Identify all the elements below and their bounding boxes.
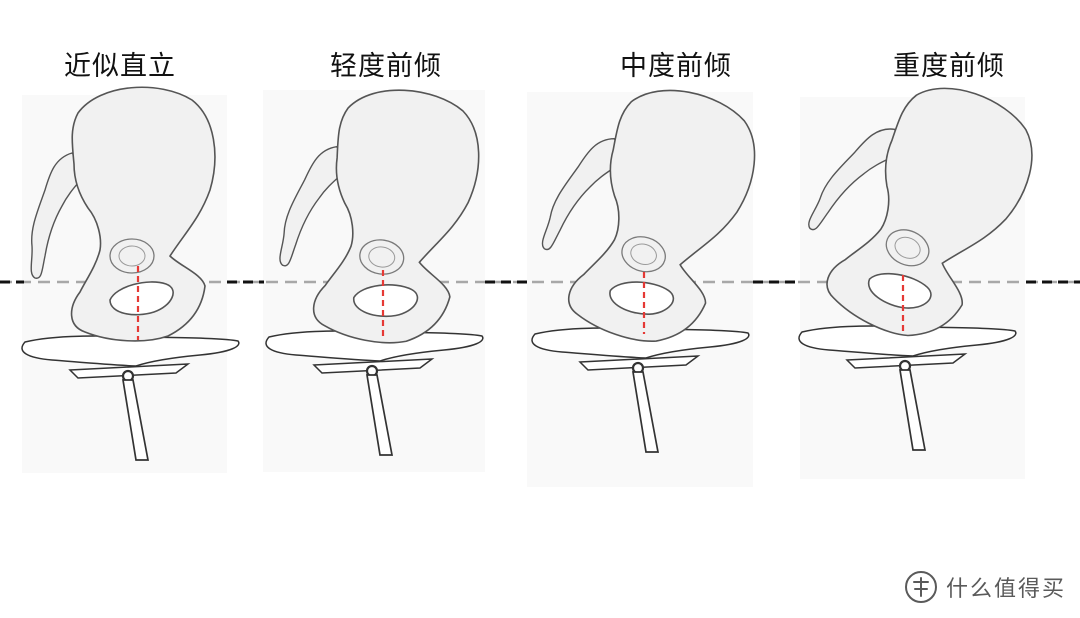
panel-1-title: 近似直立	[64, 51, 176, 82]
panel-4-illustration	[780, 51, 1053, 452]
panel-4-hip-bone	[780, 51, 1053, 360]
panel-2-hip-bone	[269, 75, 489, 354]
panel-1-saddle	[20, 334, 240, 462]
watermark: 什么值得买	[904, 570, 1066, 604]
panel-1-illustration	[20, 86, 240, 462]
panel-3-illustration	[522, 63, 771, 454]
panel-4-saddle	[797, 324, 1017, 452]
panel-4-title: 重度前倾	[893, 51, 1005, 82]
watermark-text: 什么值得买	[945, 577, 1066, 602]
value-logo-icon	[904, 571, 937, 603]
panel-3-saddle	[530, 326, 750, 454]
panel-1-hip-bone	[30, 86, 216, 342]
panel-2-title: 轻度前倾	[330, 51, 442, 82]
panel-2-saddle	[264, 329, 484, 457]
panel-3-title: 中度前倾	[620, 51, 732, 82]
panel-3-hip-bone	[522, 63, 771, 360]
panel-2-illustration	[264, 75, 489, 457]
